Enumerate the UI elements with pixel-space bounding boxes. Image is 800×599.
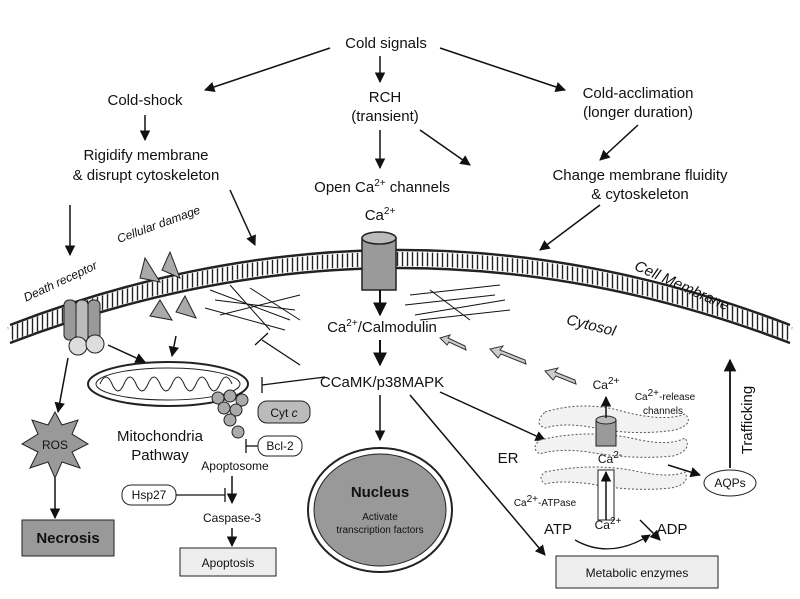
rch-transient-label: (transient)	[351, 108, 419, 125]
necrosis-box	[21, 519, 115, 557]
ca-pump-label: Ca2+	[595, 516, 622, 532]
pathway-label: Pathway	[131, 447, 189, 464]
left-arrows	[49, 335, 180, 520]
ca-flow-arrows	[439, 334, 577, 385]
ca-er-label: Ca2-	[598, 450, 622, 466]
cyt-c-particles	[211, 389, 249, 439]
disrupt-label: & disrupt cytoskeleton	[73, 167, 220, 184]
top-arrows	[64, 47, 639, 257]
cold-acclimation-label: Cold-acclimation	[583, 85, 694, 102]
aqps-box	[703, 469, 757, 497]
longer-duration-label: (longer duration)	[583, 104, 693, 121]
calmodulin-label: Ca2+/Calmodulin	[327, 318, 437, 336]
cytoskeleton-left	[204, 284, 301, 331]
cellular-damage-label: Cellular damage	[115, 203, 202, 246]
necrosis-label: Necrosis	[36, 530, 99, 547]
death-receptor	[63, 299, 105, 356]
cold-signals-label: Cold signals	[345, 35, 427, 52]
cold-shock-label: Cold-shock	[107, 92, 183, 109]
ca-release-top: Ca2+	[593, 376, 620, 392]
nucleus-line2: transcription factors	[336, 525, 423, 536]
kinase-arrows	[374, 391, 546, 556]
cyt-c-label: Cyt c	[270, 406, 297, 420]
adp-label: ADP	[657, 521, 688, 538]
ca-release-label: Ca2+-release	[635, 388, 696, 403]
caspase-label: Caspase-3	[203, 511, 261, 525]
nucleus-line1: Activate	[362, 512, 398, 523]
calcium-channel	[361, 231, 397, 291]
mito-pathway-label: Mitochondria	[117, 428, 204, 445]
apoptosis-label: Apoptosis	[202, 556, 255, 570]
kinase-inhibitions	[254, 332, 326, 393]
cytoskeleton-right	[404, 284, 511, 321]
change-fluidity-label: Change membrane fluidity	[552, 167, 728, 184]
cytosol-label: Cytosol	[565, 311, 618, 340]
kinase-label: CCaMK/p38MAPK	[320, 374, 444, 391]
ca-entry-label: Ca2+	[365, 206, 396, 224]
er-label: ER	[498, 450, 519, 467]
rch-label: RCH	[369, 89, 402, 106]
apoptosis-box	[179, 547, 277, 577]
ca-atpase-pump	[597, 469, 615, 521]
metabolic-box	[555, 555, 719, 589]
ca-release-channels-label: channels	[643, 406, 683, 417]
damage-markers	[139, 250, 197, 321]
bcl2-box	[257, 435, 303, 457]
nucleus	[307, 447, 453, 573]
rigidify-label: Rigidify membrane	[83, 147, 208, 164]
mitochondria	[87, 361, 249, 407]
atp-label: ATP	[544, 521, 572, 538]
ca-atpase-label: Ca2+-ATPase	[514, 494, 577, 509]
metabolic-label: Metabolic enzymes	[586, 566, 689, 580]
nucleus-title: Nucleus	[351, 484, 409, 501]
cytoskeleton-label: & cytoskeleton	[591, 186, 689, 203]
open-ca-channels-label: Open Ca2+ channels	[314, 178, 450, 196]
ros-label: ROS	[42, 438, 68, 452]
hsp27-label: Hsp27	[132, 488, 167, 502]
cell-membrane	[7, 248, 793, 345]
ros-burst	[20, 410, 90, 480]
apoptosome-label: Apoptosome	[201, 459, 269, 473]
aqps-label: AQPs	[714, 476, 745, 490]
trafficking-label: Trafficking	[739, 386, 756, 454]
bcl2-label: Bcl-2	[266, 439, 294, 453]
cyt-c-box	[257, 400, 311, 424]
